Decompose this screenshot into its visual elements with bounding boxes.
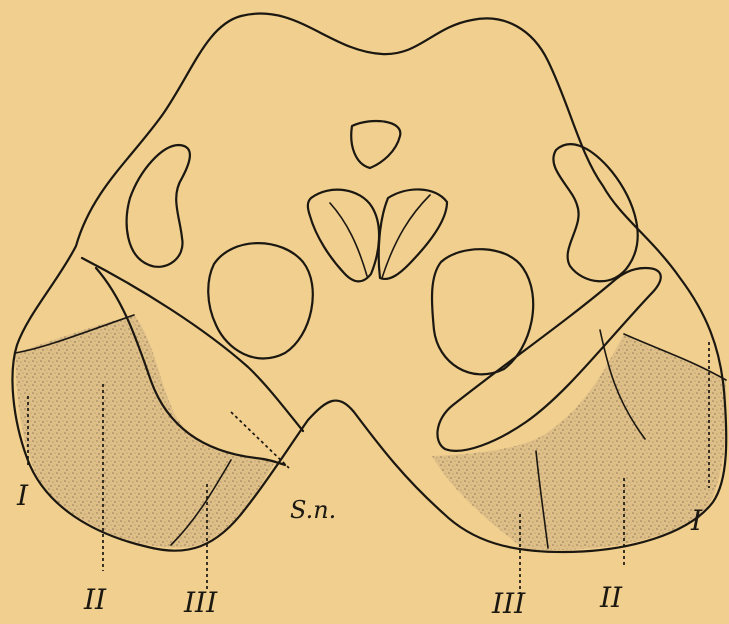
left-label-iii: III: [183, 586, 218, 619]
left-label-i: I: [16, 479, 29, 512]
right-label-ii: II: [599, 581, 623, 614]
right-label-i: I: [690, 504, 703, 537]
right-label-iii: III: [491, 587, 526, 620]
left-label-ii: II: [83, 583, 107, 616]
center-label-sn: S.n.: [290, 496, 336, 524]
